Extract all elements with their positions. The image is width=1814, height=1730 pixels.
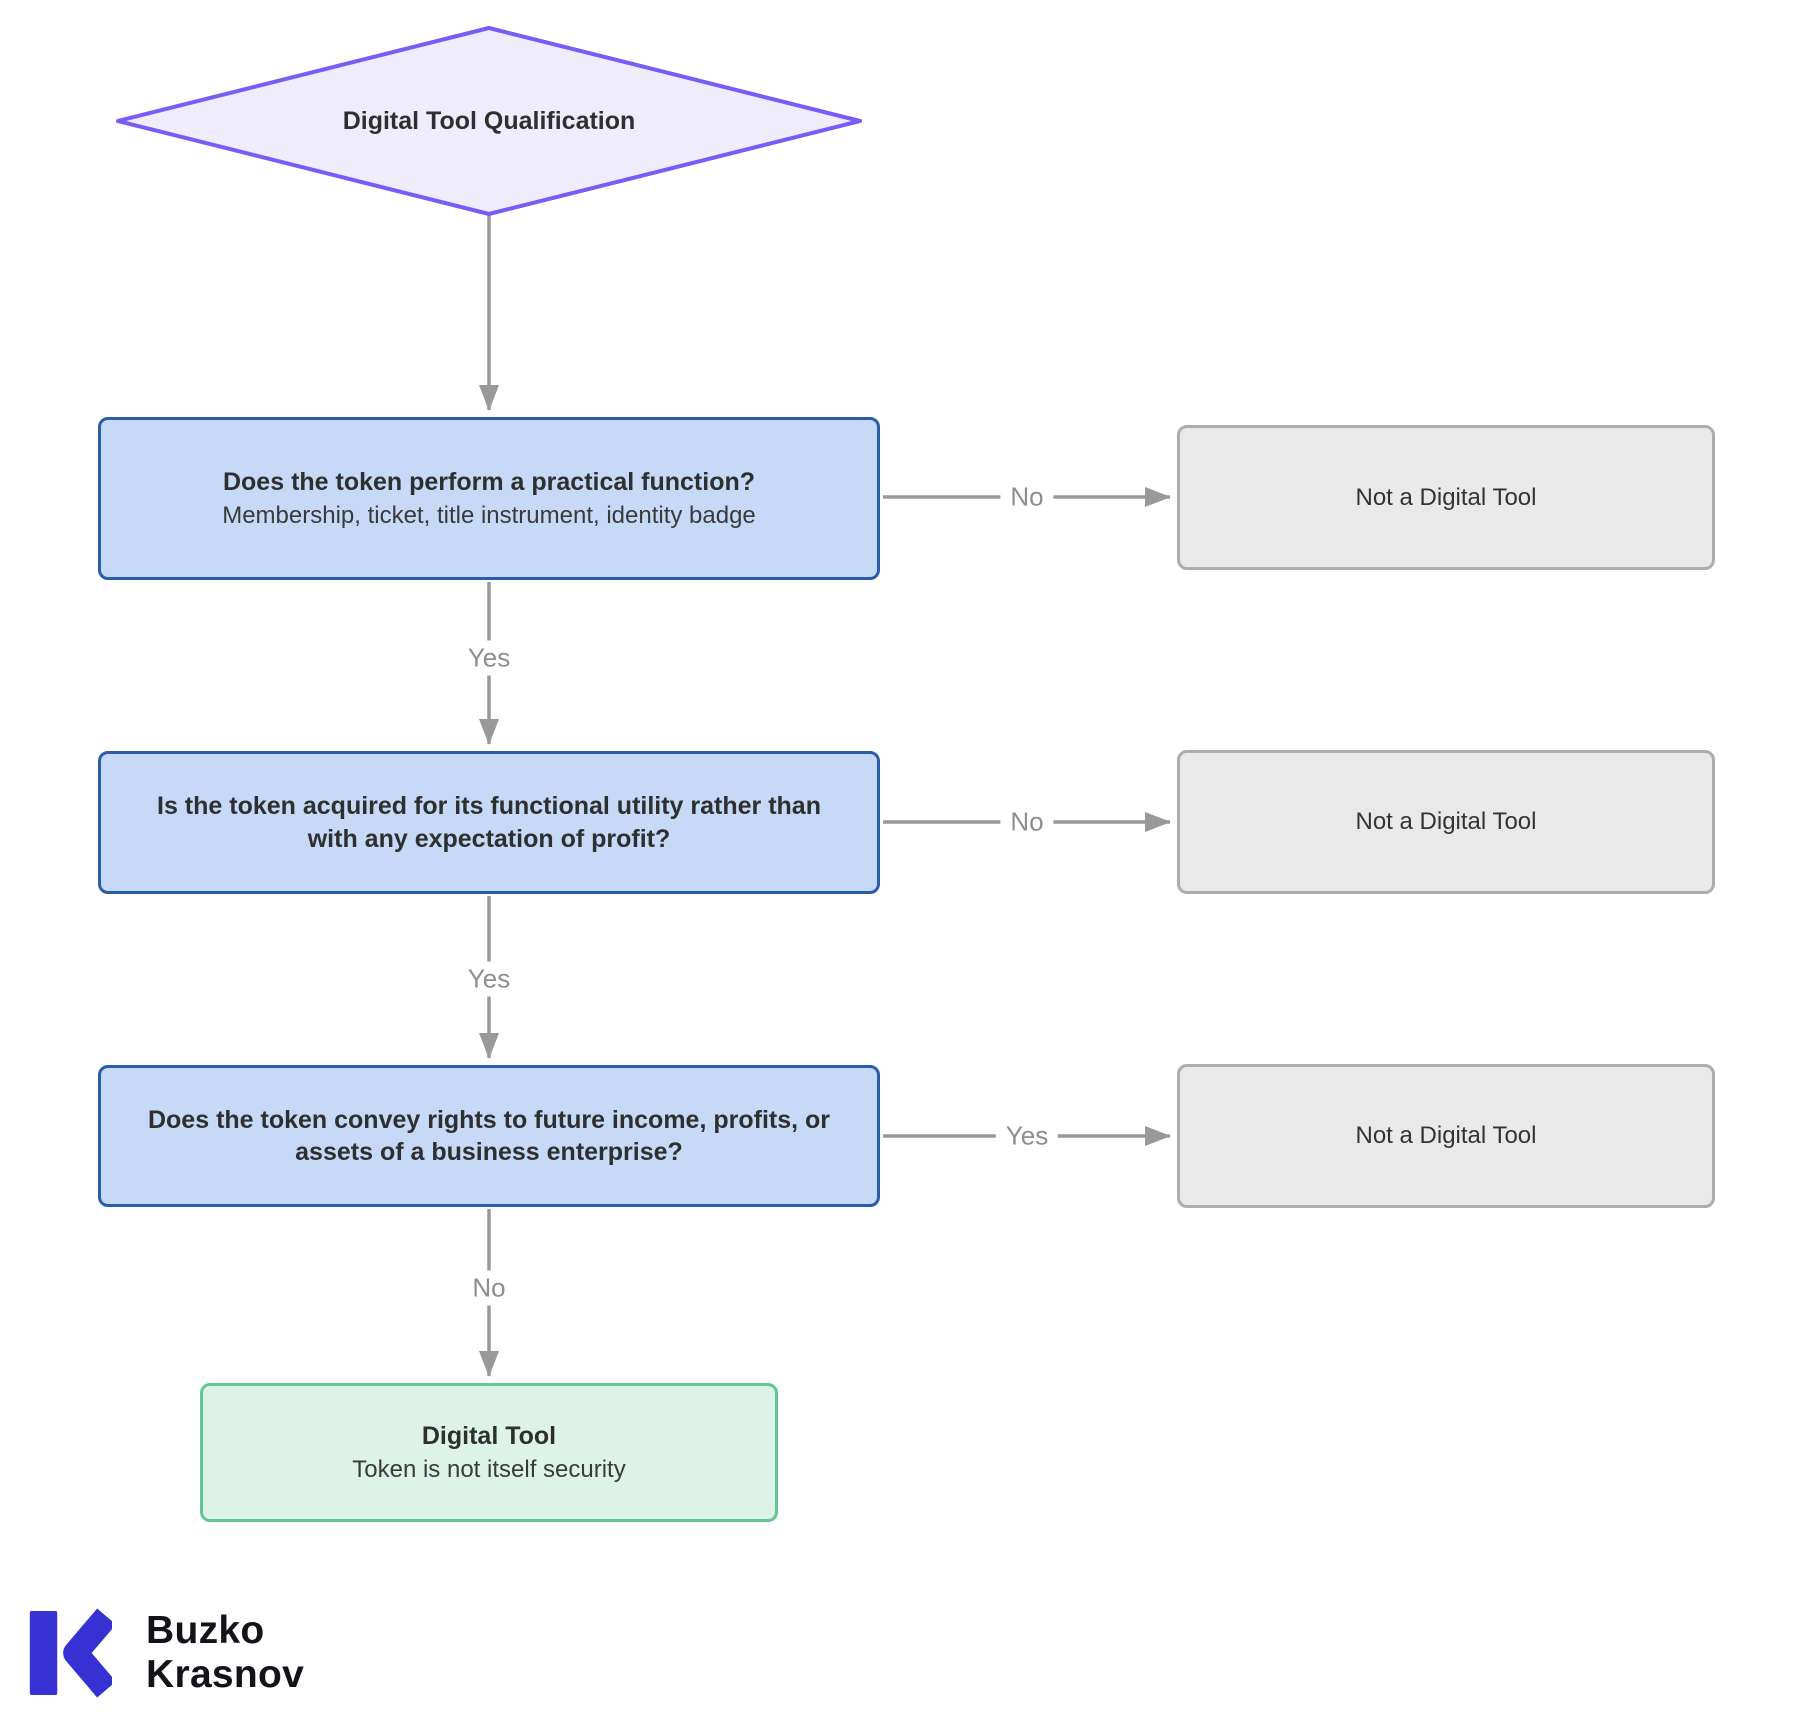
result-node-not-digital-tool-3: Not a Digital Tool — [1177, 1064, 1715, 1208]
result-digital-tool-title: Digital Tool — [421, 1421, 557, 1450]
brand-logo: Buzko Krasnov — [28, 1606, 304, 1700]
question-1-title: Does the token perform a practical funct… — [222, 467, 756, 496]
question-node-2: Is the token acquired for its functional… — [98, 751, 880, 894]
result-node-not-digital-tool-2: Not a Digital Tool — [1177, 750, 1715, 894]
result-1-label: Not a Digital Tool — [1355, 483, 1537, 511]
decision-node-label: Digital Tool Qualification — [342, 106, 636, 135]
brand-name-line1: Buzko — [146, 1609, 265, 1652]
edge-label-q1-no: No — [1000, 479, 1054, 515]
question-2-title: Is the token acquired for its functional… — [157, 792, 821, 853]
edge-label-q3-no: No — [462, 1270, 516, 1306]
edge-label-q2-no: No — [1000, 804, 1054, 840]
question-node-1: Does the token perform a practical funct… — [98, 417, 880, 580]
result-3-label: Not a Digital Tool — [1355, 1122, 1537, 1150]
result-2-label: Not a Digital Tool — [1355, 808, 1537, 836]
edge-label-q1-yes: Yes — [457, 640, 521, 676]
edge-label-q3-yes: Yes — [995, 1118, 1059, 1154]
result-node-digital-tool: Digital Tool Token is not itself securit… — [200, 1383, 778, 1522]
result-digital-tool-subtitle: Token is not itself security — [352, 1456, 626, 1484]
brand-name-line2: Krasnov — [146, 1653, 305, 1696]
result-node-not-digital-tool-1: Not a Digital Tool — [1177, 425, 1715, 570]
question-node-3: Does the token convey rights to future i… — [98, 1065, 880, 1207]
brand-name: Buzko Krasnov — [146, 1609, 304, 1697]
question-1-subtitle: Membership, ticket, title instrument, id… — [222, 502, 756, 530]
brand-logomark-icon — [29, 1608, 112, 1698]
edge-label-q2-yes: Yes — [457, 961, 521, 997]
question-3-title: Does the token convey rights to future i… — [147, 1105, 831, 1167]
decision-diamond-shape — [116, 26, 862, 216]
